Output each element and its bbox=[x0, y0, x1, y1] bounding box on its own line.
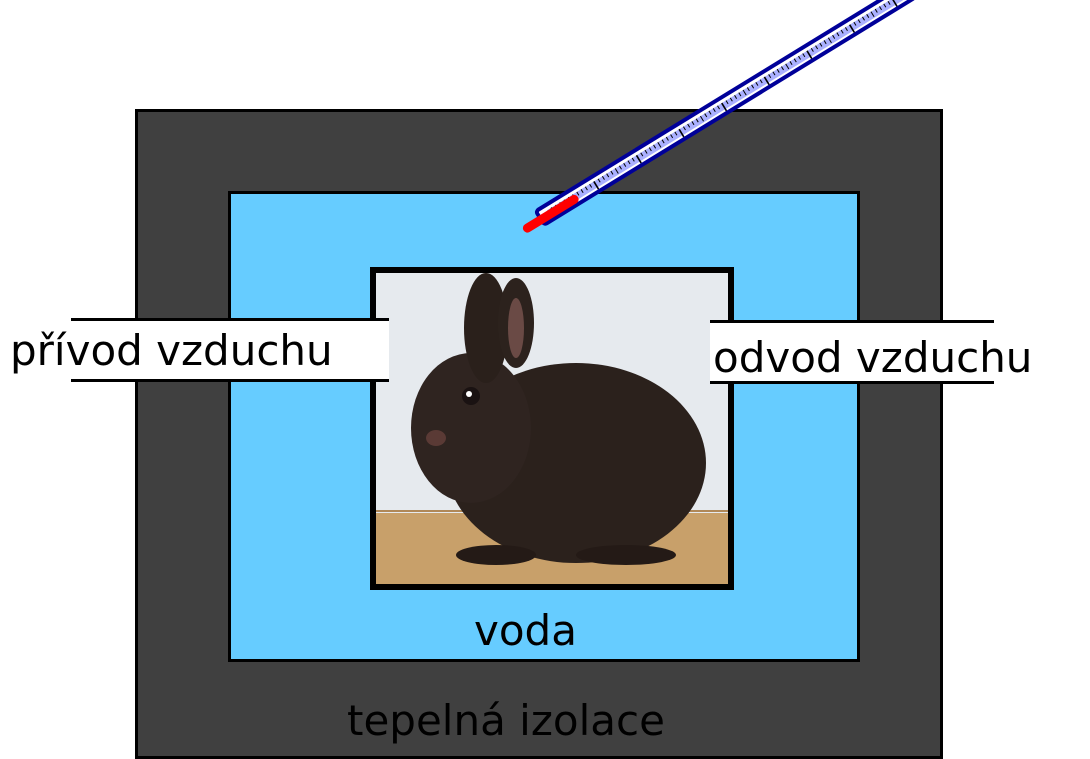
air-outlet-pipe bbox=[710, 320, 994, 384]
air-outlet-pipe-bottom-edge bbox=[710, 381, 994, 384]
air-outlet-label: odvod vzduchu bbox=[713, 333, 1033, 382]
thermometer-tick bbox=[823, 40, 827, 45]
thermometer-tick bbox=[891, 0, 898, 7]
thermometer-tick bbox=[717, 105, 721, 110]
thermometer-tick bbox=[619, 165, 622, 170]
thermometer-tick bbox=[729, 97, 733, 102]
thermometer-tick bbox=[682, 126, 686, 131]
thermometer-tick bbox=[623, 162, 627, 167]
thermometer-tick bbox=[853, 21, 857, 26]
thermometer-tick bbox=[721, 102, 728, 112]
thermometer-tick bbox=[768, 74, 772, 79]
air-intake-label: přívod vzduchu bbox=[10, 326, 333, 375]
thermometer-tick bbox=[691, 121, 695, 126]
thermometer-tick bbox=[678, 128, 685, 138]
thermometer-tick bbox=[879, 6, 883, 11]
rabbit-photo bbox=[376, 273, 728, 584]
thermometer-tick bbox=[708, 110, 712, 115]
thermometer-tick bbox=[751, 84, 755, 89]
thermometer-tick bbox=[870, 11, 875, 18]
thermometer-tick bbox=[712, 108, 716, 113]
thermometer-tick bbox=[610, 170, 614, 175]
insulation-label: tepelná izolace bbox=[347, 696, 665, 745]
air-intake-pipe-bottom-edge bbox=[71, 379, 389, 382]
thermometer-tick bbox=[576, 191, 580, 196]
thermometer-tick bbox=[793, 58, 797, 63]
thermometer-scale-band bbox=[546, 0, 905, 217]
thermometer-tick bbox=[725, 100, 729, 105]
air-intake-pipe-top-edge bbox=[71, 318, 389, 321]
thermometer-tick bbox=[674, 131, 678, 136]
thermometer-tick bbox=[746, 87, 750, 92]
thermometer-tick bbox=[593, 181, 600, 190]
thermometer-tick bbox=[657, 142, 662, 148]
thermometer-tick bbox=[670, 134, 674, 139]
thermometer-tube bbox=[534, 0, 916, 226]
thermometer-tick bbox=[648, 147, 652, 152]
thermometer-tick bbox=[772, 71, 776, 76]
thermometer-tick bbox=[798, 55, 802, 60]
thermometer-tick bbox=[887, 0, 891, 5]
thermometer-tick bbox=[738, 92, 742, 97]
thermometer-tick bbox=[827, 37, 832, 44]
thermometer-tick bbox=[776, 68, 780, 73]
thermometer-tick bbox=[857, 19, 861, 24]
thermometer-tick bbox=[883, 3, 887, 8]
thermometer-tick bbox=[640, 152, 644, 157]
thermometer-tick bbox=[819, 42, 823, 47]
thermometer-tick bbox=[644, 149, 648, 154]
thermometer-tick bbox=[704, 113, 708, 118]
thermometer-tick bbox=[653, 144, 657, 149]
thermometer-tick bbox=[802, 53, 806, 58]
thermometer-tick bbox=[584, 186, 588, 191]
thermometer-tick bbox=[844, 27, 848, 32]
thermometer-tick bbox=[700, 115, 704, 122]
thermometer-liquid bbox=[522, 194, 579, 233]
thermometer-tick bbox=[815, 45, 819, 50]
thermometer-tick bbox=[848, 24, 856, 33]
thermometer-tick bbox=[759, 79, 763, 84]
thermometer-tick bbox=[755, 81, 759, 86]
thermometer-tick bbox=[862, 16, 865, 21]
thermometer-tick bbox=[687, 123, 691, 128]
thermometer-tick bbox=[665, 136, 669, 141]
thermometer-tick bbox=[874, 8, 878, 13]
thermometer-tick bbox=[601, 175, 605, 180]
thermometer-tick bbox=[781, 66, 784, 71]
air-outlet-pipe-top-edge bbox=[710, 320, 994, 323]
thermometer-tick bbox=[631, 157, 635, 162]
thermometer-tick bbox=[742, 89, 747, 96]
thermometer-tick bbox=[614, 168, 619, 174]
thermometer-tick bbox=[836, 32, 840, 37]
thermometer-tick bbox=[589, 183, 593, 188]
thermometer-icon bbox=[522, 0, 916, 233]
thermometer-tick bbox=[789, 61, 793, 65]
thermometer-tick bbox=[597, 178, 601, 183]
thermometer-tick bbox=[785, 63, 790, 70]
thermometer-tick bbox=[806, 50, 813, 59]
thermometer-tick bbox=[866, 14, 870, 18]
thermometer-tick bbox=[695, 118, 699, 123]
thermometer-tick bbox=[627, 160, 631, 165]
water-label: voda bbox=[474, 606, 577, 655]
thermometer-tick bbox=[840, 29, 844, 34]
thermometer-tick bbox=[734, 95, 738, 99]
thermometer-tick bbox=[635, 154, 642, 164]
thermometer-tick bbox=[832, 34, 836, 39]
thermometer-tick bbox=[661, 139, 665, 144]
thermometer-tick bbox=[810, 47, 814, 52]
air-intake-pipe bbox=[71, 318, 389, 382]
thermometer-tick bbox=[580, 189, 584, 193]
thermometer-tick bbox=[606, 173, 610, 178]
thermometer-tick bbox=[763, 76, 770, 86]
